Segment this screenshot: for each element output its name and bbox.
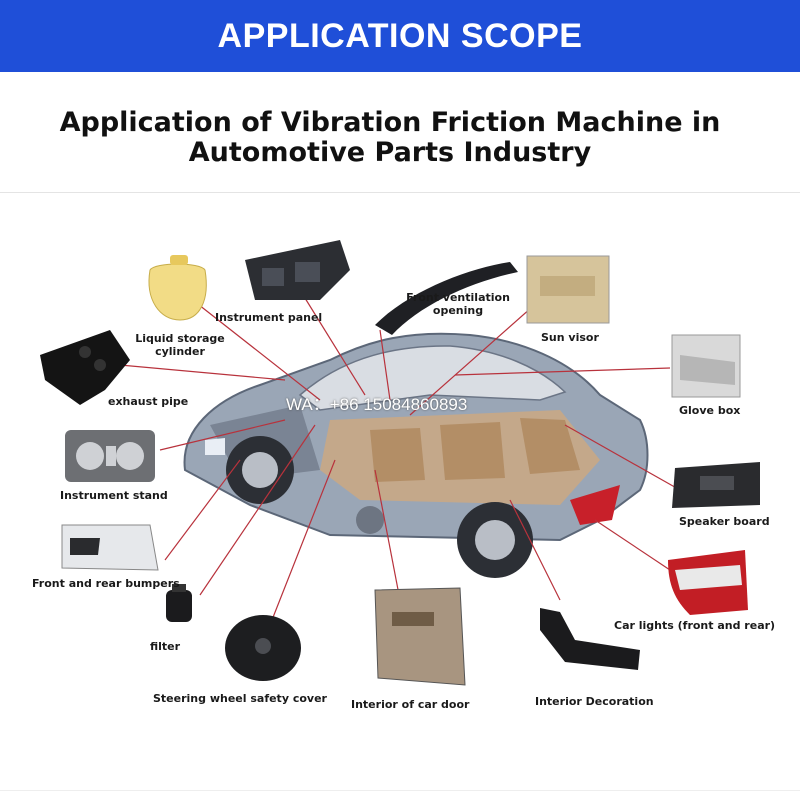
page-headline: Application of Vibration Friction Machin…	[20, 108, 760, 168]
car-cutaway-image	[183, 332, 649, 578]
leader-line	[119, 364, 286, 381]
header-banner: APPLICATION SCOPE	[0, 0, 800, 72]
label-exhaust-pipe: exhaust pipe	[108, 395, 189, 408]
label-steering-wheel-cover: Steering wheel safety cover	[153, 692, 327, 705]
label-instrument-stand: Instrument stand	[60, 489, 168, 502]
car-door-interior-image	[374, 587, 466, 686]
leader-line	[409, 299, 541, 416]
leader-line	[159, 419, 286, 451]
watermark: WA：+86 15084860893	[286, 395, 468, 414]
instrument-stand-image	[65, 430, 155, 482]
headline-line-2: Automotive Parts Industry	[188, 137, 592, 168]
filter-image	[166, 584, 192, 622]
headline-line-1: Application of Vibration Friction Machin…	[59, 107, 721, 138]
leader-line	[299, 289, 366, 396]
interior-decoration-image	[540, 608, 640, 670]
label-filter: filter	[150, 640, 181, 653]
label-front-rear-bumpers: Front and rear bumpers	[32, 577, 180, 590]
label-instrument-panel: Instrument panel	[215, 311, 323, 324]
front-ventilation-opening-image	[375, 262, 518, 335]
divider	[0, 192, 800, 193]
front-rear-bumpers-image	[61, 524, 159, 571]
steering-wheel-cover-image	[225, 615, 301, 681]
label-liquid-storage-cylinder: Liquid storage cylinder	[135, 332, 225, 358]
banner-title: APPLICATION SCOPE	[217, 16, 583, 55]
leader-lines	[119, 289, 681, 626]
label-sun-visor: Sun visor	[541, 331, 599, 344]
leader-line	[374, 469, 401, 601]
car-lights-image	[668, 550, 748, 615]
leader-line	[454, 367, 671, 376]
instrument-panel-image	[245, 240, 350, 300]
leader-line	[564, 424, 681, 491]
bottom-rule	[0, 790, 800, 791]
sun-visor-image	[526, 255, 610, 324]
exhaust-pipe-image	[40, 330, 130, 405]
glove-box-image	[671, 334, 741, 398]
speaker-board-image	[672, 462, 760, 508]
label-glove-box: Glove box	[679, 404, 741, 417]
leader-line	[509, 499, 561, 601]
label-car-lights: Car lights (front and rear)	[614, 619, 776, 632]
leader-line	[199, 424, 316, 596]
label-car-door-interior: Interior of car door	[351, 698, 470, 711]
leader-line	[164, 459, 241, 561]
leader-line	[594, 519, 671, 571]
leader-line	[269, 459, 336, 626]
label-front-ventilation-opening: Front ventilation opening	[406, 291, 510, 317]
leader-line	[179, 289, 321, 401]
leader-line	[379, 329, 391, 401]
liquid-storage-cylinder-image	[148, 255, 207, 321]
label-interior-decoration: Interior Decoration	[535, 695, 654, 708]
label-speaker-board: Speaker board	[679, 515, 770, 528]
